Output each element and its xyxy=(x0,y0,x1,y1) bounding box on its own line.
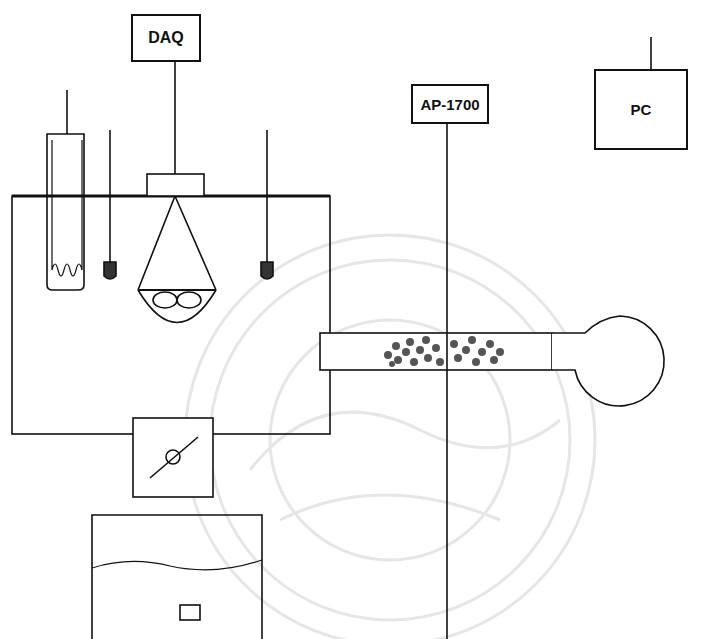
instrument-label: DAQ xyxy=(148,29,184,47)
load-cell xyxy=(138,62,216,323)
thermocouple xyxy=(104,130,116,279)
damper xyxy=(133,418,213,497)
air-duct xyxy=(320,333,552,370)
cable xyxy=(650,37,652,69)
instrument-label: PC xyxy=(631,101,652,118)
blower xyxy=(552,316,664,406)
particles xyxy=(384,336,504,367)
instrument-box: DAQ xyxy=(131,14,201,62)
thermocouple xyxy=(261,130,273,279)
instrument-box: PC xyxy=(594,69,688,150)
heater xyxy=(47,90,84,290)
instrument-box: AP-1700 xyxy=(411,84,489,124)
watermark-seal xyxy=(185,235,595,639)
drying-chamber xyxy=(12,196,330,434)
instrument-label: AP-1700 xyxy=(420,96,479,113)
probe-wire xyxy=(446,124,448,639)
water-tank xyxy=(92,515,262,639)
